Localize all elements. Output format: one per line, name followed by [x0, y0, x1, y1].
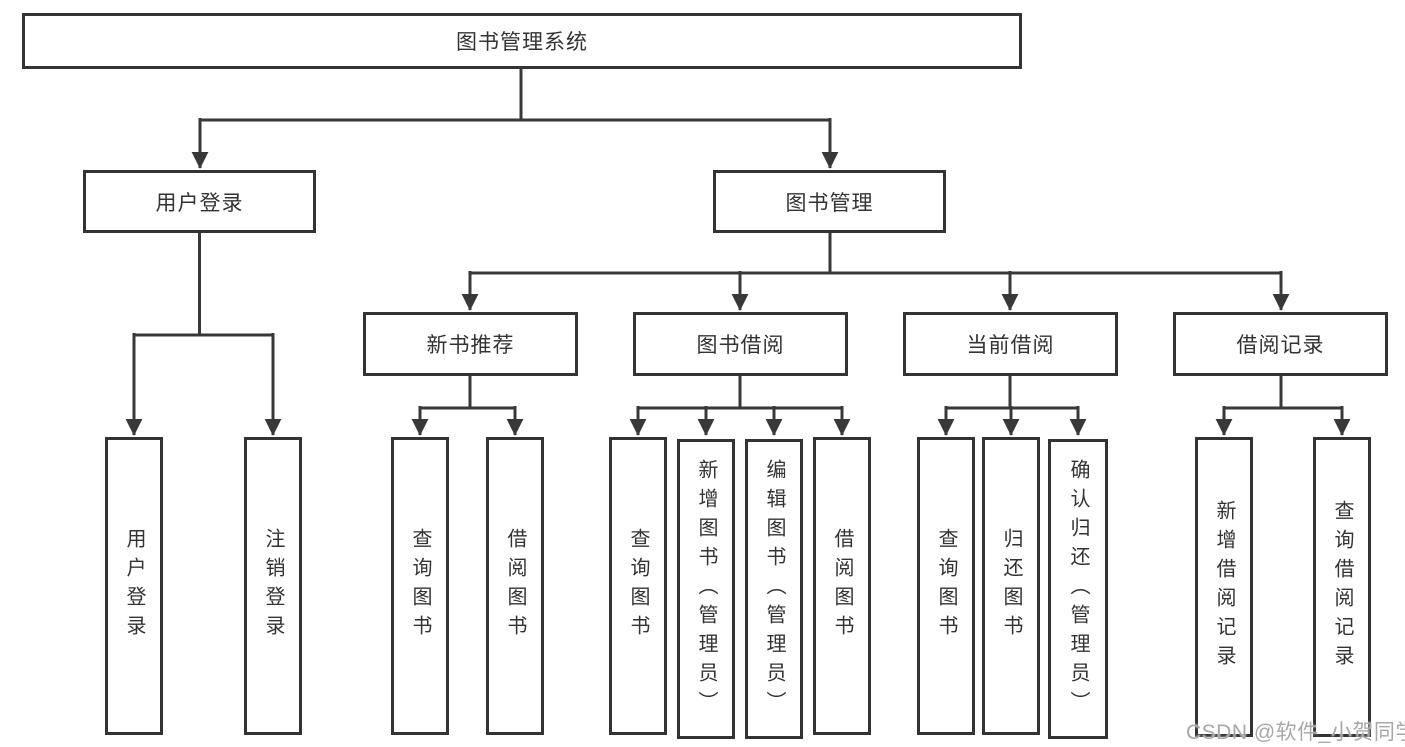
leaf-current-return-book: 归还图书 — [982, 437, 1040, 735]
node-book-management-label: 图书管理 — [785, 191, 874, 215]
leaf-current-query-book-label: 查询图书 — [935, 528, 957, 644]
node-current-borrow: 当前借阅 — [903, 312, 1118, 376]
leaf-newbook-query-book-label: 查询图书 — [409, 528, 431, 644]
leaf-borrow-borrow-book-label: 借阅图书 — [831, 528, 853, 644]
node-book-borrow: 图书借阅 — [633, 312, 848, 376]
node-book-management: 图书管理 — [713, 170, 946, 233]
leaf-records-add-record: 新增借阅记录 — [1195, 437, 1253, 737]
leaf-current-confirm-return-admin-label: 确认归还（管理员） — [1067, 458, 1089, 720]
leaf-login-logout-label: 注销登录 — [262, 528, 284, 644]
leaf-borrow-edit-book-admin-label: 编辑图书（管理员） — [763, 458, 785, 720]
leaf-current-return-book-label: 归还图书 — [1000, 528, 1022, 644]
leaf-newbook-borrow-book-label: 借阅图书 — [504, 528, 526, 644]
leaf-borrow-borrow-book: 借阅图书 — [813, 437, 871, 735]
leaf-records-add-record-label: 新增借阅记录 — [1213, 500, 1235, 674]
leaf-login-user-login: 用户登录 — [105, 437, 163, 735]
leaf-records-query-record-label: 查询借阅记录 — [1331, 500, 1353, 674]
leaf-borrow-add-book-admin-label: 新增图书（管理员） — [695, 458, 717, 720]
leaf-borrow-query-book: 查询图书 — [609, 437, 667, 735]
node-user-login-label: 用户登录 — [155, 191, 244, 215]
csdn-watermark: CSDN @软件_小贺同学 — [1186, 721, 1405, 744]
node-borrow-records: 借阅记录 — [1173, 312, 1388, 376]
node-user-login: 用户登录 — [83, 170, 316, 233]
leaf-newbook-query-book: 查询图书 — [391, 437, 449, 735]
node-system-label: 图书管理系统 — [456, 31, 588, 54]
leaf-borrow-query-book-label: 查询图书 — [627, 528, 649, 644]
node-book-borrow-label: 图书借阅 — [696, 334, 785, 357]
leaf-records-query-record: 查询借阅记录 — [1313, 437, 1371, 737]
node-new-book-recommend-label: 新书推荐 — [426, 334, 515, 357]
leaf-borrow-edit-book-admin: 编辑图书（管理员） — [745, 439, 803, 739]
leaf-current-confirm-return-admin: 确认归还（管理员） — [1048, 439, 1108, 739]
leaf-login-user-login-label: 用户登录 — [123, 528, 145, 644]
leaf-current-query-book: 查询图书 — [917, 437, 975, 735]
node-new-book-recommend: 新书推荐 — [363, 312, 578, 376]
leaf-login-logout: 注销登录 — [244, 437, 302, 735]
node-current-borrow-label: 当前借阅 — [966, 334, 1055, 357]
leaf-newbook-borrow-book: 借阅图书 — [486, 437, 544, 735]
node-system: 图书管理系统 — [22, 13, 1022, 69]
node-borrow-records-label: 借阅记录 — [1236, 334, 1325, 357]
leaf-borrow-add-book-admin: 新增图书（管理员） — [677, 439, 735, 739]
